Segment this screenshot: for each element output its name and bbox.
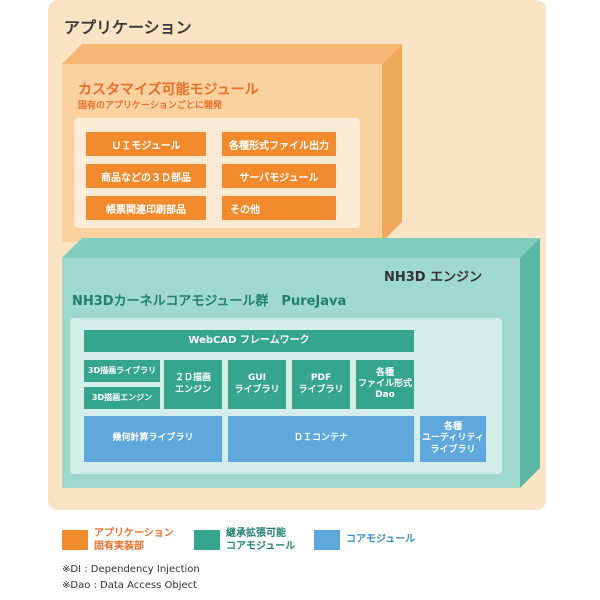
note-dao: ※Dao : Data Access Object bbox=[62, 580, 198, 591]
module-ui: ＵＩモジュール bbox=[86, 132, 206, 156]
custom-modules-subtitle: 固有のアプリケーションごとに開発 bbox=[78, 101, 222, 111]
legend-swatch-application bbox=[62, 530, 88, 550]
module-gui-library: GUI ライブラリ bbox=[228, 360, 286, 409]
engine-label: NH3D エンジン bbox=[384, 270, 483, 285]
engine-core-title: NH3Dカーネルコアモジュール群 PureJava bbox=[72, 294, 347, 309]
module-webcad-framework: WebCAD フレームワーク bbox=[84, 330, 414, 352]
custom-box-side bbox=[382, 44, 402, 242]
application-title: アプリケーション bbox=[64, 18, 192, 37]
legend-swatch-extendable-core bbox=[194, 530, 220, 550]
legend-label-application: アプリケーション 固有実装部 bbox=[94, 528, 174, 552]
legend-label-core: コアモジュール bbox=[346, 534, 416, 545]
legend-swatch-core bbox=[314, 530, 340, 550]
custom-box-top bbox=[62, 44, 402, 64]
module-3d-render-engine: 3D描画エンジン bbox=[84, 387, 160, 409]
legend-label-extendable-core: 継承拡張可能 コアモジュール bbox=[226, 528, 296, 552]
note-di: ※DI : Dependency Injection bbox=[62, 564, 200, 575]
engine-box-side bbox=[520, 238, 540, 488]
module-geometry-library: 幾何計算ライブラリ bbox=[84, 416, 222, 462]
custom-modules-title: カスタマイズ可能モジュール bbox=[78, 82, 259, 98]
module-file-output: 各種形式ファイル出力 bbox=[222, 132, 336, 156]
module-report-print: 帳票関連印刷部品 bbox=[86, 196, 206, 220]
engine-box-top bbox=[62, 238, 540, 258]
module-others: その他 bbox=[222, 196, 336, 220]
module-3d-parts: 商品などの３Ｄ部品 bbox=[86, 164, 206, 188]
module-2d-render-engine: ２Ｄ描画 エンジン bbox=[164, 360, 222, 409]
module-server: サーバモジュール bbox=[222, 164, 336, 188]
module-utility-library: 各種 ユーティリティ ライブラリ bbox=[420, 416, 486, 462]
module-di-container: ＤＩコンテナ bbox=[228, 416, 414, 462]
module-pdf-library: PDF ライブラリ bbox=[292, 360, 350, 409]
module-file-format-dao: 各種 ファイル形式 Dao bbox=[356, 360, 414, 409]
module-3d-render-library: 3D描画ライブラリ bbox=[84, 360, 160, 382]
